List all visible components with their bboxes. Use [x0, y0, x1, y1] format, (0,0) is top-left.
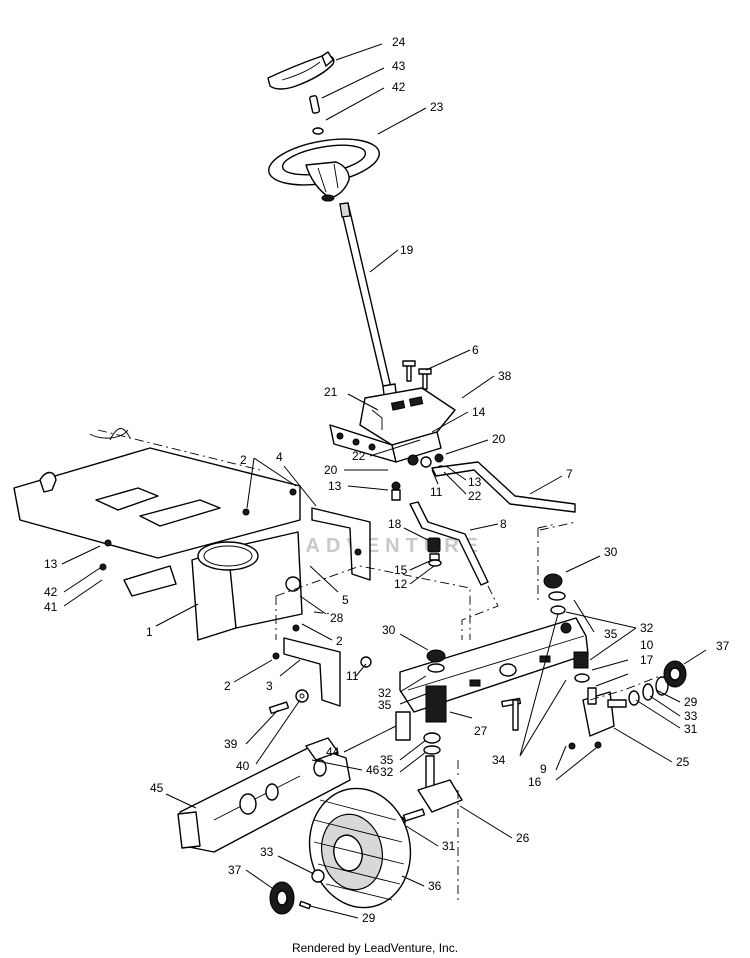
callout-11[interactable]: 11 [346, 669, 359, 683]
assembly-lines [275, 521, 661, 900]
callout-22[interactable]: 22 [352, 449, 366, 463]
axle-mount[interactable] [177, 737, 351, 853]
callout-7[interactable]: 7 [566, 467, 573, 481]
callout-16[interactable]: 16 [528, 775, 542, 789]
steering-support[interactable] [329, 387, 456, 463]
leader-lines [61, 43, 707, 919]
callout-21[interactable]: 21 [324, 385, 338, 399]
callout-42[interactable]: 42 [392, 80, 406, 94]
axle-pivot-right[interactable] [543, 573, 590, 683]
bushing-stack[interactable] [427, 537, 442, 567]
callout-18[interactable]: 18 [388, 517, 402, 531]
callout-34[interactable]: 34 [492, 753, 506, 767]
callout-33[interactable]: 33 [684, 709, 698, 723]
tie-rod[interactable] [409, 501, 489, 586]
callout-29[interactable]: 29 [362, 911, 376, 925]
callout-37[interactable]: 37 [228, 863, 242, 877]
callout-9[interactable]: 9 [540, 762, 547, 776]
callout-38[interactable]: 38 [498, 369, 512, 383]
callout-13[interactable]: 13 [44, 557, 58, 571]
drag-link[interactable] [431, 461, 576, 513]
callout-37[interactable]: 37 [716, 639, 730, 653]
callout-30[interactable]: 30 [604, 545, 618, 559]
callout-1[interactable]: 1 [146, 625, 153, 639]
callout-8[interactable]: 8 [500, 517, 507, 531]
callout-15[interactable]: 15 [394, 563, 408, 577]
frame[interactable] [13, 428, 303, 641]
callout-33[interactable]: 33 [260, 845, 274, 859]
nut-11[interactable] [360, 656, 372, 668]
left-hub[interactable] [269, 869, 325, 915]
left-spindle[interactable] [394, 755, 463, 828]
callout-20[interactable]: 20 [492, 432, 506, 446]
callout-11[interactable]: 11 [430, 485, 443, 499]
callout-31[interactable]: 31 [442, 839, 456, 853]
watermark: LEADVENTURE [268, 535, 484, 557]
callout-28[interactable]: 28 [330, 611, 344, 625]
callout-44[interactable]: 44 [326, 745, 340, 759]
callout-4[interactable]: 4 [276, 450, 283, 464]
right-spindle[interactable] [568, 687, 627, 750]
washer-top[interactable] [312, 127, 324, 135]
bracket-3[interactable] [272, 624, 341, 707]
callout-6[interactable]: 6 [472, 343, 479, 357]
footer-credit: Rendered by LeadVenture, Inc. [291, 941, 459, 955]
callout-42[interactable]: 42 [44, 585, 58, 599]
callout-31[interactable]: 31 [684, 722, 698, 736]
callout-40[interactable]: 40 [236, 759, 250, 773]
callout-13[interactable]: 13 [468, 475, 482, 489]
callout-27[interactable]: 27 [474, 724, 488, 738]
callout-2[interactable]: 2 [224, 679, 231, 693]
bracket-4[interactable] [311, 507, 371, 581]
bolt-6[interactable] [402, 360, 432, 390]
callout-2[interactable]: 2 [336, 634, 343, 648]
callout-22[interactable]: 22 [468, 489, 482, 503]
callout-36[interactable]: 36 [428, 879, 442, 893]
callout-24[interactable]: 24 [392, 35, 406, 49]
callout-32[interactable]: 32 [640, 621, 654, 635]
callout-13[interactable]: 13 [328, 479, 342, 493]
roll-pin[interactable] [309, 95, 321, 114]
callout-35[interactable]: 35 [378, 698, 392, 712]
callout-41[interactable]: 41 [44, 600, 58, 614]
callout-23[interactable]: 23 [430, 100, 444, 114]
callout-19[interactable]: 19 [400, 243, 414, 257]
callout-14[interactable]: 14 [472, 405, 486, 419]
callout-29[interactable]: 29 [684, 695, 698, 709]
steering-cap[interactable] [267, 51, 335, 90]
callout-32[interactable]: 32 [378, 686, 392, 700]
callout-labels: 24 43 42 23 19 6 38 21 14 20 22 20 13 11… [44, 35, 730, 925]
steering-wheel[interactable] [265, 132, 383, 202]
callout-26[interactable]: 26 [516, 831, 530, 845]
callout-2[interactable]: 2 [240, 453, 247, 467]
steering-shaft[interactable] [339, 202, 399, 413]
callout-25[interactable]: 25 [676, 755, 690, 769]
callout-20[interactable]: 20 [324, 463, 338, 477]
callout-12[interactable]: 12 [394, 577, 408, 591]
callout-46[interactable]: 46 [366, 763, 380, 777]
callout-32[interactable]: 32 [380, 765, 394, 779]
callout-30[interactable]: 30 [382, 623, 396, 637]
callout-17[interactable]: 17 [640, 653, 654, 667]
callout-35[interactable]: 35 [604, 627, 618, 641]
callout-39[interactable]: 39 [224, 737, 238, 751]
tire-wheel[interactable] [299, 779, 422, 917]
bolt-39[interactable] [268, 689, 309, 715]
right-hub[interactable] [628, 660, 687, 706]
callout-10[interactable]: 10 [640, 638, 654, 652]
callout-45[interactable]: 45 [150, 781, 164, 795]
callout-5[interactable]: 5 [342, 593, 349, 607]
callout-43[interactable]: 43 [392, 59, 406, 73]
callout-35[interactable]: 35 [380, 753, 394, 767]
callout-3[interactable]: 3 [266, 679, 273, 693]
